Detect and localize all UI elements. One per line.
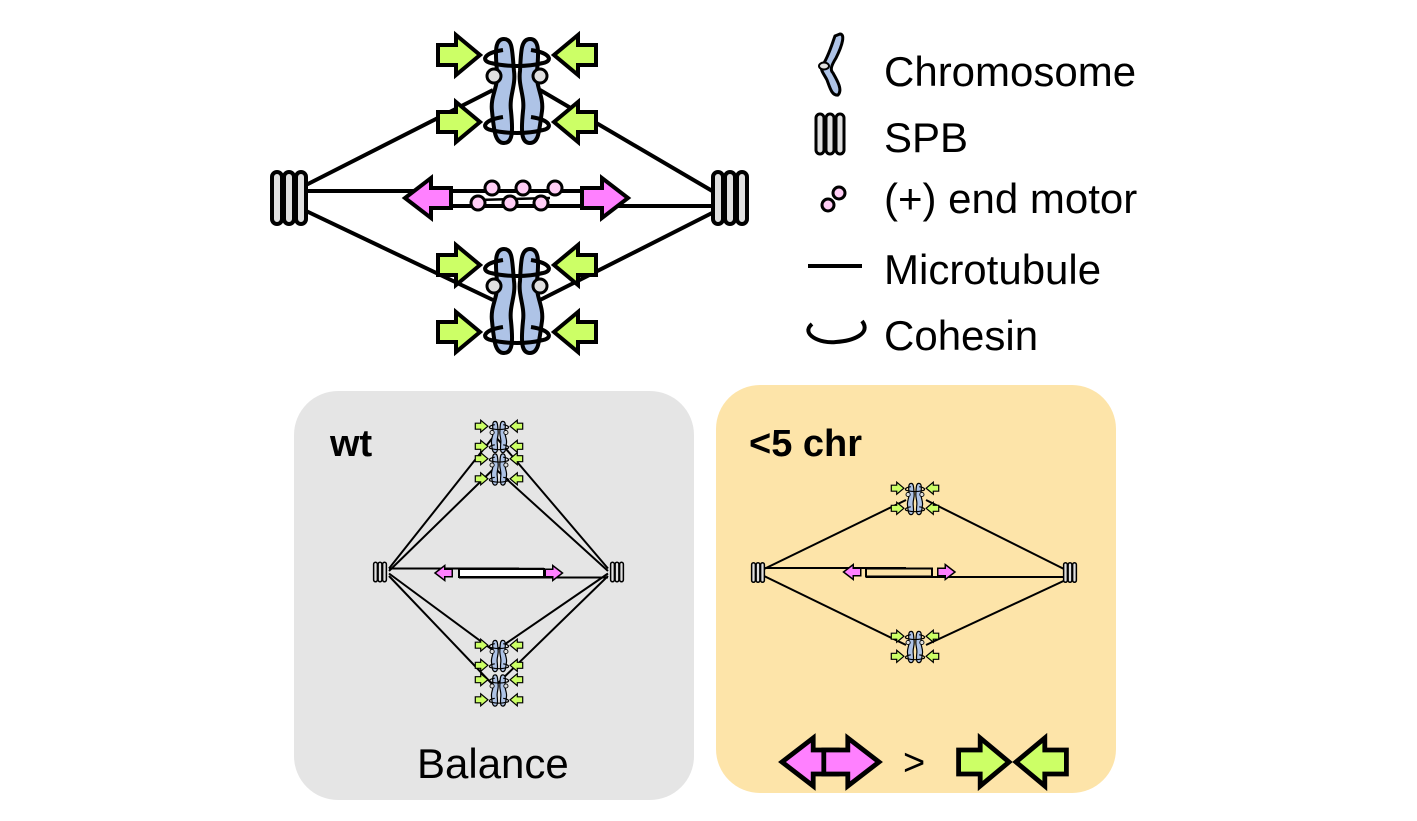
panel-lt5chr-title: <5 chr xyxy=(749,423,862,465)
legend-label-cohesin: Cohesin xyxy=(884,312,1038,359)
chromosome-icon xyxy=(818,32,845,97)
pushing-arrow-left xyxy=(403,176,453,220)
comparison-row: > xyxy=(782,738,1066,786)
chromosome-pair-bottom xyxy=(438,245,596,353)
chromosome-pair-top xyxy=(438,35,596,143)
spb-right xyxy=(711,170,749,226)
pushing-arrow-right xyxy=(580,176,630,220)
spb-left xyxy=(270,170,308,226)
legend-label-chromosome: Chromosome xyxy=(884,48,1136,95)
cohesin-icon xyxy=(806,319,867,345)
panel-wt-caption: Balance xyxy=(417,740,569,787)
plus-end-motors xyxy=(469,179,564,212)
legend-label-motor: (+) end motor xyxy=(884,175,1137,222)
legend: Chromosome SPB (+) end motor Microtubule… xyxy=(806,32,1137,359)
spb-icon xyxy=(814,112,846,156)
main-spindle xyxy=(270,35,749,353)
legend-label-spb: SPB xyxy=(884,114,968,161)
panel-wt-title: wt xyxy=(329,423,373,465)
plus-end-motor-icon xyxy=(820,185,847,213)
comparison-symbol: > xyxy=(903,742,925,784)
panel-wt: wt Balance xyxy=(294,391,694,800)
legend-label-microtubule: Microtubule xyxy=(884,246,1101,293)
panel-lt5chr: <5 chr > xyxy=(716,385,1116,793)
